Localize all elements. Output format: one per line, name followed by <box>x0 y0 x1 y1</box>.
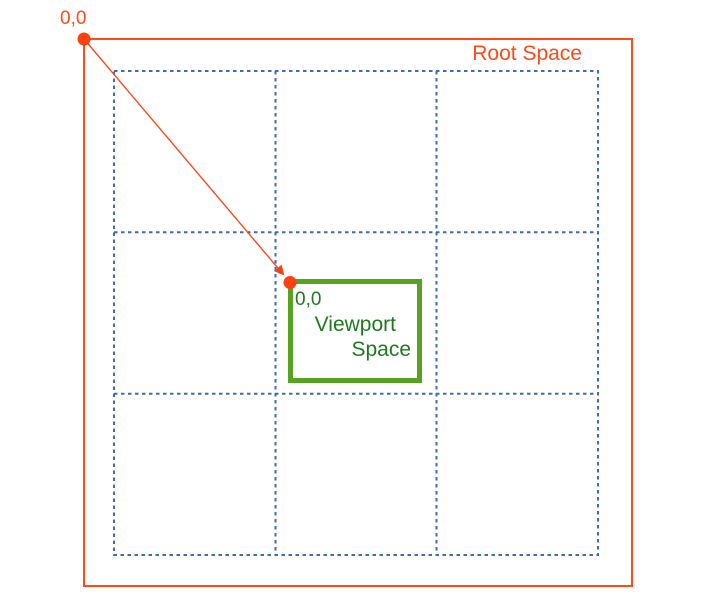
root-space-label: Root Space <box>472 42 582 65</box>
grid-outline <box>113 70 599 556</box>
origin-translation-arrow <box>83 38 285 276</box>
viewport-space-label-line2: Space <box>351 338 411 361</box>
viewport-origin-dot <box>283 276 297 289</box>
root-origin-dot <box>77 32 91 46</box>
grid <box>113 70 599 556</box>
viewport-space-rect <box>288 279 422 383</box>
root-space-rect <box>83 38 633 587</box>
viewport-origin-label: 0,0 <box>295 289 321 310</box>
viewport-space-label-line1: Viewport <box>315 313 396 336</box>
root-origin-label: 0,0 <box>60 8 86 29</box>
